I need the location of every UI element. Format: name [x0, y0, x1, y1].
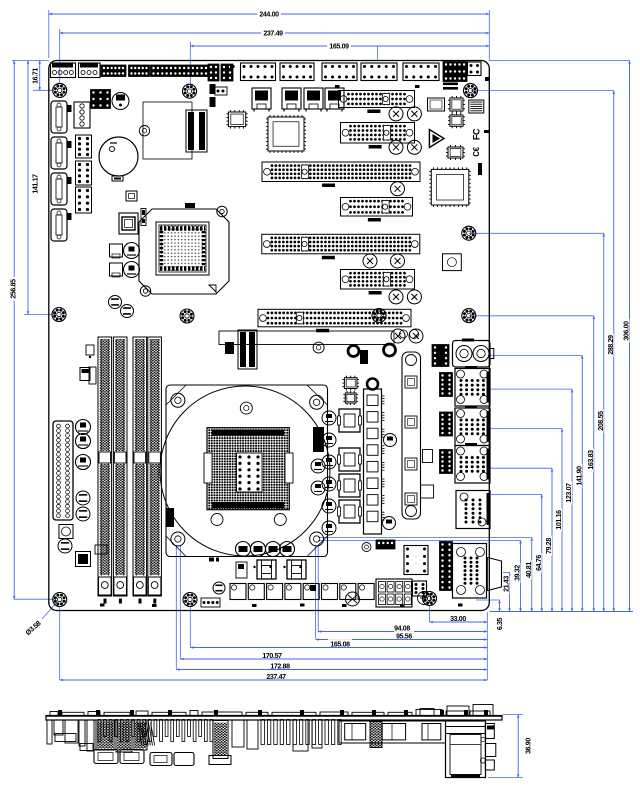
svg-text:237.47: 237.47 — [266, 674, 286, 681]
svg-text:21.43: 21.43 — [504, 576, 511, 592]
svg-text:C€: C€ — [472, 146, 481, 156]
svg-text:172.88: 172.88 — [270, 664, 290, 671]
svg-text:16.71: 16.71 — [32, 68, 39, 84]
svg-text:306.00: 306.00 — [624, 321, 631, 341]
svg-text:237.49: 237.49 — [263, 30, 283, 37]
svg-text:208.55: 208.55 — [598, 411, 605, 431]
svg-text:39.32: 39.32 — [515, 565, 522, 581]
svg-text:170.57: 170.57 — [262, 653, 282, 660]
svg-text:256.85: 256.85 — [10, 279, 17, 299]
svg-text:165.08: 165.08 — [330, 642, 350, 649]
svg-text:101.16: 101.16 — [556, 510, 563, 530]
svg-text:FC: FC — [472, 128, 482, 140]
svg-text:163.83: 163.83 — [588, 450, 595, 470]
svg-text:141.90: 141.90 — [576, 466, 583, 486]
svg-text:40.81: 40.81 — [526, 562, 533, 578]
svg-text:123.07: 123.07 — [566, 483, 573, 503]
svg-text:141.17: 141.17 — [32, 174, 39, 194]
svg-text:244.00: 244.00 — [259, 11, 279, 18]
svg-text:95.56: 95.56 — [396, 634, 412, 641]
svg-text:79.28: 79.28 — [546, 538, 553, 554]
svg-text:165.09: 165.09 — [329, 43, 349, 50]
svg-text:36.90: 36.90 — [525, 738, 532, 754]
svg-text:94.08: 94.08 — [394, 626, 410, 633]
svg-text:288.29: 288.29 — [608, 335, 615, 355]
svg-text:64.76: 64.76 — [536, 555, 543, 571]
svg-text:6.35: 6.35 — [497, 617, 504, 630]
svg-text:33.00: 33.00 — [450, 616, 466, 623]
